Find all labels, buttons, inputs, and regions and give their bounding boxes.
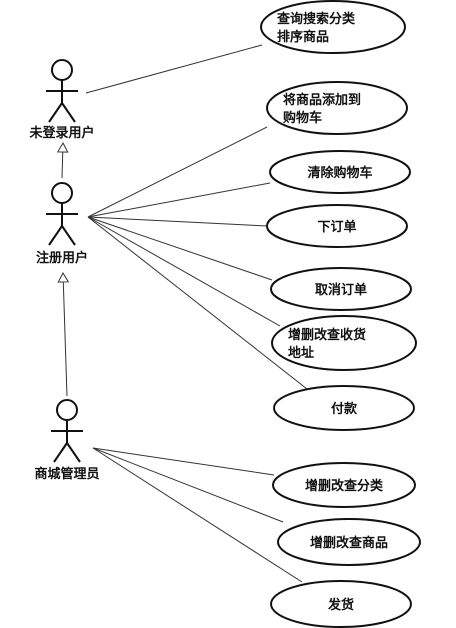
generalization-line-registered-guest xyxy=(61,151,64,179)
association-guest-uc-search xyxy=(85,44,263,94)
actor-label: 注册用户 xyxy=(36,250,88,266)
use-case-label: 下订单 xyxy=(317,219,356,235)
use-case-ellipse xyxy=(266,204,408,248)
association-admin-uc-ship xyxy=(92,447,303,583)
use-case-ellipse xyxy=(266,81,408,135)
use-case-label: 增删改查收货 xyxy=(288,327,366,343)
use-case-label: 查询搜索分类 xyxy=(276,11,356,27)
use-case-clear-cart[interactable]: 清除购物车 xyxy=(269,150,411,194)
association-registered-uc-pay xyxy=(87,216,308,390)
connection-lines xyxy=(56,44,308,583)
use-case-label: 清除购物车 xyxy=(307,165,372,181)
actor-label: 商城管理员 xyxy=(34,466,99,482)
use-case-label: 排序商品 xyxy=(277,29,329,45)
use-case-label: 发货 xyxy=(327,597,354,613)
use-case-label: 将商品添加到 xyxy=(283,92,361,108)
use-case-label: 地址 xyxy=(288,345,314,361)
use-case-pay[interactable]: 付款 xyxy=(273,385,415,431)
actor-label: 未登录用户 xyxy=(28,125,94,141)
use-case-ellipse xyxy=(273,385,415,431)
actor-guest[interactable]: 未登录用户 xyxy=(28,59,95,141)
actor-figure-icon xyxy=(46,59,78,123)
actor-admin[interactable]: 商城管理员 xyxy=(34,399,100,482)
actor-registered[interactable]: 注册用户 xyxy=(36,182,88,266)
use-case-ellipse xyxy=(260,0,406,54)
use-case-label: 增删改查分类 xyxy=(305,478,384,494)
use-case-cancel[interactable]: 取消订单 xyxy=(270,267,412,311)
use-case-category[interactable]: 增删改查分类 xyxy=(272,462,416,508)
use-case-ship[interactable]: 发货 xyxy=(270,580,412,628)
use-case-ellipse xyxy=(277,518,421,566)
association-registered-uc-add-cart xyxy=(87,126,268,218)
use-case-label: 取消订单 xyxy=(315,282,367,298)
association-admin-uc-category xyxy=(92,447,275,476)
association-admin-uc-product xyxy=(92,447,284,523)
use-case-product[interactable]: 增删改查商品 xyxy=(277,518,421,566)
association-registered-uc-order xyxy=(87,216,268,227)
use-case-ellipse xyxy=(269,150,411,194)
association-registered-uc-clear-cart xyxy=(87,182,271,218)
use-case-order[interactable]: 下订单 xyxy=(266,204,408,248)
generalization-arrow-icon xyxy=(57,271,70,283)
use-case-label: 购物车 xyxy=(283,110,322,126)
use-case-ellipse xyxy=(270,580,412,628)
use-case-ellipse xyxy=(270,267,412,311)
use-cases: 查询搜索分类排序商品将商品添加到购物车清除购物车下订单取消订单增删改查收货地址付… xyxy=(260,0,421,628)
actor-figure-icon xyxy=(46,182,78,246)
use-case-label: 付款 xyxy=(331,401,358,417)
use-case-label: 增删改查商品 xyxy=(310,535,388,551)
actor-figure-icon xyxy=(51,399,83,463)
use-case-ellipse xyxy=(272,462,416,508)
use-case-ellipse xyxy=(271,315,417,371)
association-registered-uc-address xyxy=(87,216,281,327)
association-registered-uc-cancel xyxy=(87,216,273,281)
generalization-line-admin-registered xyxy=(62,281,68,397)
generalization-arrow-icon xyxy=(56,141,69,153)
